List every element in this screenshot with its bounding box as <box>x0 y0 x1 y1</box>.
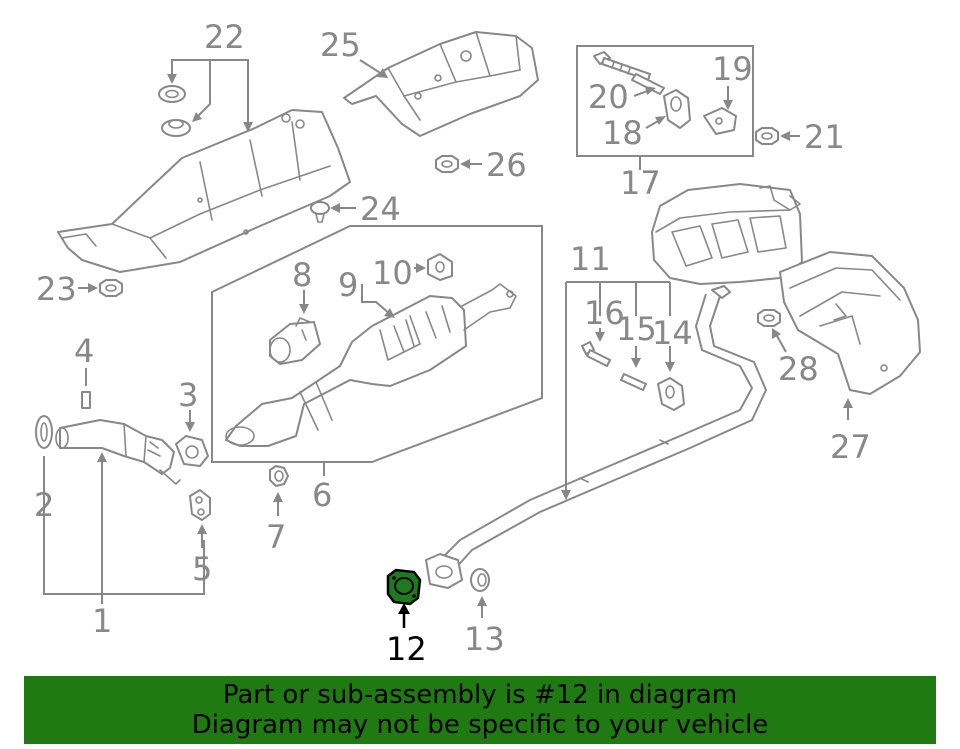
callout-28-leader <box>775 333 787 353</box>
part-3-gasket[interactable] <box>175 435 209 467</box>
part-5-rubber-hanger[interactable] <box>189 489 211 521</box>
part-8-clamp[interactable] <box>269 317 321 365</box>
banner-line-disclaimer: Diagram may not be specific to your vehi… <box>191 710 769 740</box>
part-22-washer-flat[interactable] <box>158 85 186 103</box>
callout-21: 21 <box>804 118 845 156</box>
part-11-front-flange[interactable] <box>425 553 463 589</box>
part-16-bolt[interactable] <box>581 341 611 367</box>
box-6-catalytic-converter <box>211 225 543 463</box>
callout-2: 2 <box>34 486 54 524</box>
callout-3-arrow <box>185 422 195 432</box>
part-2-gasket[interactable] <box>35 415 53 449</box>
callout-18-arrow <box>655 116 666 125</box>
callout-23: 23 <box>36 270 77 308</box>
callout-14-arrow <box>665 362 675 372</box>
callout-24-arrow <box>330 203 340 213</box>
callout-12-arrow <box>398 603 410 614</box>
callout-28: 28 <box>778 350 819 388</box>
callout-5-arrow <box>197 524 207 534</box>
callout-26-arrow <box>460 159 470 169</box>
part-23-nut[interactable] <box>99 279 123 297</box>
callout-5: 5 <box>192 550 212 588</box>
part-25-heat-shield[interactable] <box>343 31 539 137</box>
callout-15: 15 <box>616 310 657 348</box>
callout-13: 13 <box>464 620 505 658</box>
callout-18: 18 <box>602 114 643 152</box>
callout-1-leader <box>43 452 205 604</box>
callout-11-leader <box>561 281 671 500</box>
callout-19-arrow <box>723 100 733 110</box>
part-10-rubber-hanger[interactable] <box>427 253 453 281</box>
callout-22: 22 <box>204 18 245 56</box>
callout-27: 27 <box>830 428 871 466</box>
callout-10-arrow <box>416 263 426 273</box>
callout-24: 24 <box>360 190 401 228</box>
part-9-converter[interactable] <box>225 283 517 447</box>
callout-4: 4 <box>74 332 94 370</box>
callout-27-arrow <box>843 398 853 408</box>
callout-6: 6 <box>312 476 332 514</box>
callout-8-arrow <box>299 304 309 314</box>
part-11-tail-pipe[interactable] <box>439 285 768 573</box>
callout-19: 19 <box>712 50 753 88</box>
part-19-bracket[interactable] <box>703 107 737 135</box>
callout-14: 14 <box>652 314 693 352</box>
callout-20-arrow <box>645 86 656 95</box>
part-1-front-pipe[interactable] <box>55 419 181 485</box>
callout-26: 26 <box>486 146 527 184</box>
part-22-heat-shield[interactable] <box>57 109 351 273</box>
callout-22-leader <box>167 59 253 132</box>
part-info-banner: Part or sub-assembly is #12 in diagram D… <box>24 676 936 744</box>
callout-25-leader <box>359 59 383 75</box>
part-21-nut[interactable] <box>755 127 779 145</box>
part-28-nut[interactable] <box>757 309 781 327</box>
callout-9: 9 <box>338 266 358 304</box>
part-27-heat-shield[interactable] <box>779 251 921 395</box>
callout-21-arrow <box>780 131 790 141</box>
part-14-rubber-hanger[interactable] <box>657 377 685 411</box>
box-17-hanger-kit <box>576 45 754 157</box>
part-24-clip[interactable] <box>310 201 330 223</box>
callout-9-leader <box>361 284 395 318</box>
part-11-muffler[interactable] <box>651 183 803 285</box>
part-13-seal-ring[interactable] <box>470 568 490 592</box>
callout-16: 16 <box>584 294 625 332</box>
part-26-nut[interactable] <box>435 155 459 173</box>
callout-25-arrow <box>377 68 388 78</box>
part-12-gasket-highlighted[interactable] <box>386 568 422 606</box>
part-20-pin[interactable] <box>631 73 665 95</box>
callout-13-arrow <box>477 596 487 606</box>
part-18-rubber-hanger[interactable] <box>663 89 691 129</box>
callout-12: 12 <box>386 630 427 668</box>
callout-1: 1 <box>92 602 112 640</box>
callout-20: 20 <box>588 78 629 116</box>
callout-16-arrow <box>595 332 605 342</box>
callout-11: 11 <box>570 240 611 278</box>
callout-3: 3 <box>178 376 198 414</box>
callout-17: 17 <box>620 164 661 202</box>
part-4-stud[interactable] <box>81 391 91 409</box>
part-7-nut[interactable] <box>269 465 289 487</box>
callout-10: 10 <box>372 254 413 292</box>
part-22-washer-cup[interactable] <box>161 119 191 137</box>
callout-7: 7 <box>266 518 286 556</box>
part-15-pin[interactable] <box>620 373 647 391</box>
callout-25: 25 <box>320 26 361 64</box>
callout-28-arrow <box>772 328 781 339</box>
callout-15-arrow <box>631 358 641 368</box>
callout-8: 8 <box>292 256 312 294</box>
banner-line-part-number: Part or sub-assembly is #12 in diagram <box>222 680 738 710</box>
callout-7-arrow <box>273 492 283 502</box>
callout-23-arrow <box>88 283 98 293</box>
